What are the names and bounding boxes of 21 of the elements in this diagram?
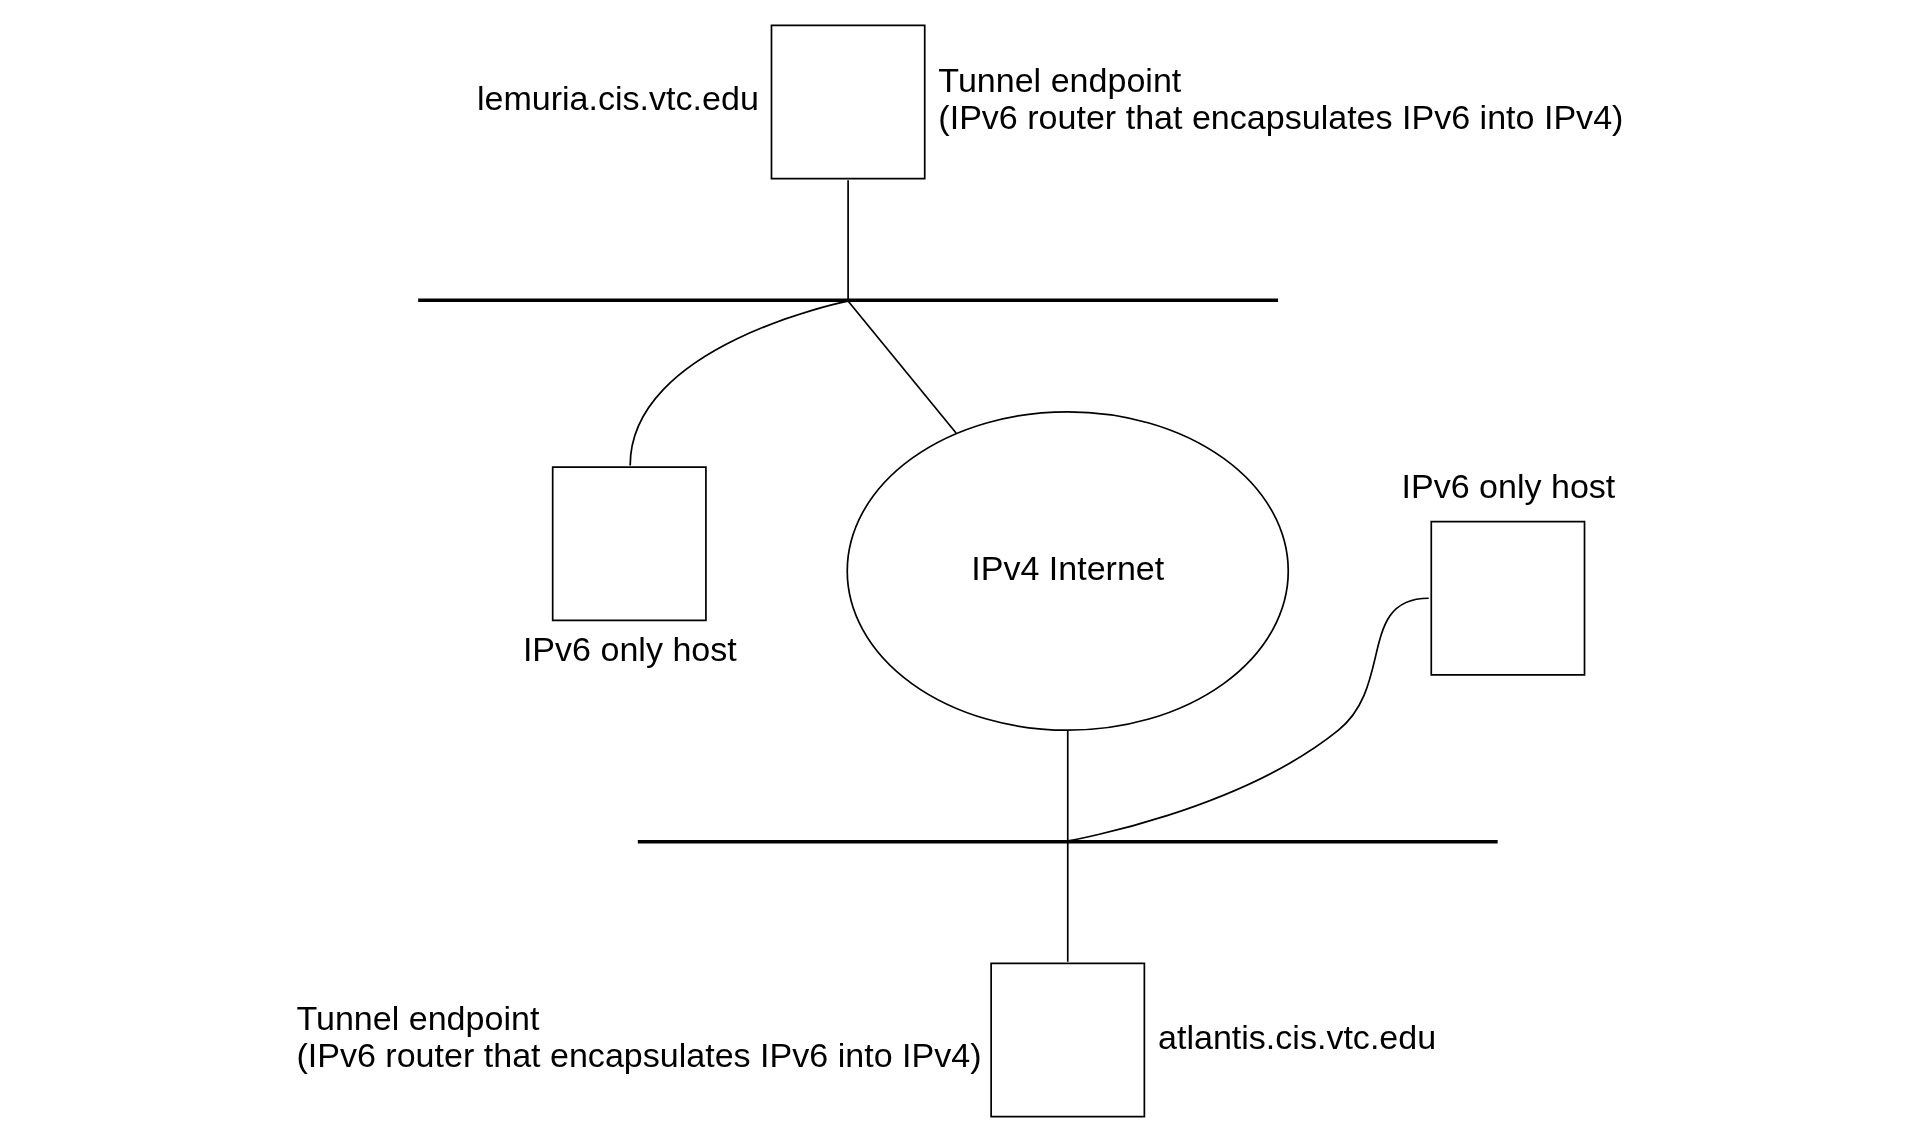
node-label: lemuria.cis.vtc.edu xyxy=(476,79,759,118)
connector xyxy=(1066,597,1430,842)
connector xyxy=(846,300,957,434)
node-label: IPv6 only host xyxy=(1400,466,1615,505)
node-box xyxy=(1429,520,1585,676)
node-label: IPv6 only host xyxy=(522,630,737,669)
connector xyxy=(846,179,849,301)
connector xyxy=(628,300,849,467)
node-label: Tunnel endpoint xyxy=(295,998,539,1037)
node-label: (IPv6 router that encapsulates IPv6 into IPv4) xyxy=(937,98,1623,137)
node-box xyxy=(989,962,1145,1118)
node-bar xyxy=(417,298,1278,302)
node-label: atlantis.cis.vtc.edu xyxy=(1157,1017,1436,1056)
node-ellipse: IPv4 Internet xyxy=(845,410,1289,732)
node-label: Tunnel endpoint xyxy=(937,60,1181,99)
node-box xyxy=(551,466,707,622)
connector xyxy=(1066,841,1069,963)
node-bar xyxy=(637,840,1498,844)
node-box xyxy=(770,24,926,180)
connector xyxy=(1066,729,1069,842)
node-label: (IPv6 router that encapsulates IPv6 into IPv4) xyxy=(295,1036,982,1075)
